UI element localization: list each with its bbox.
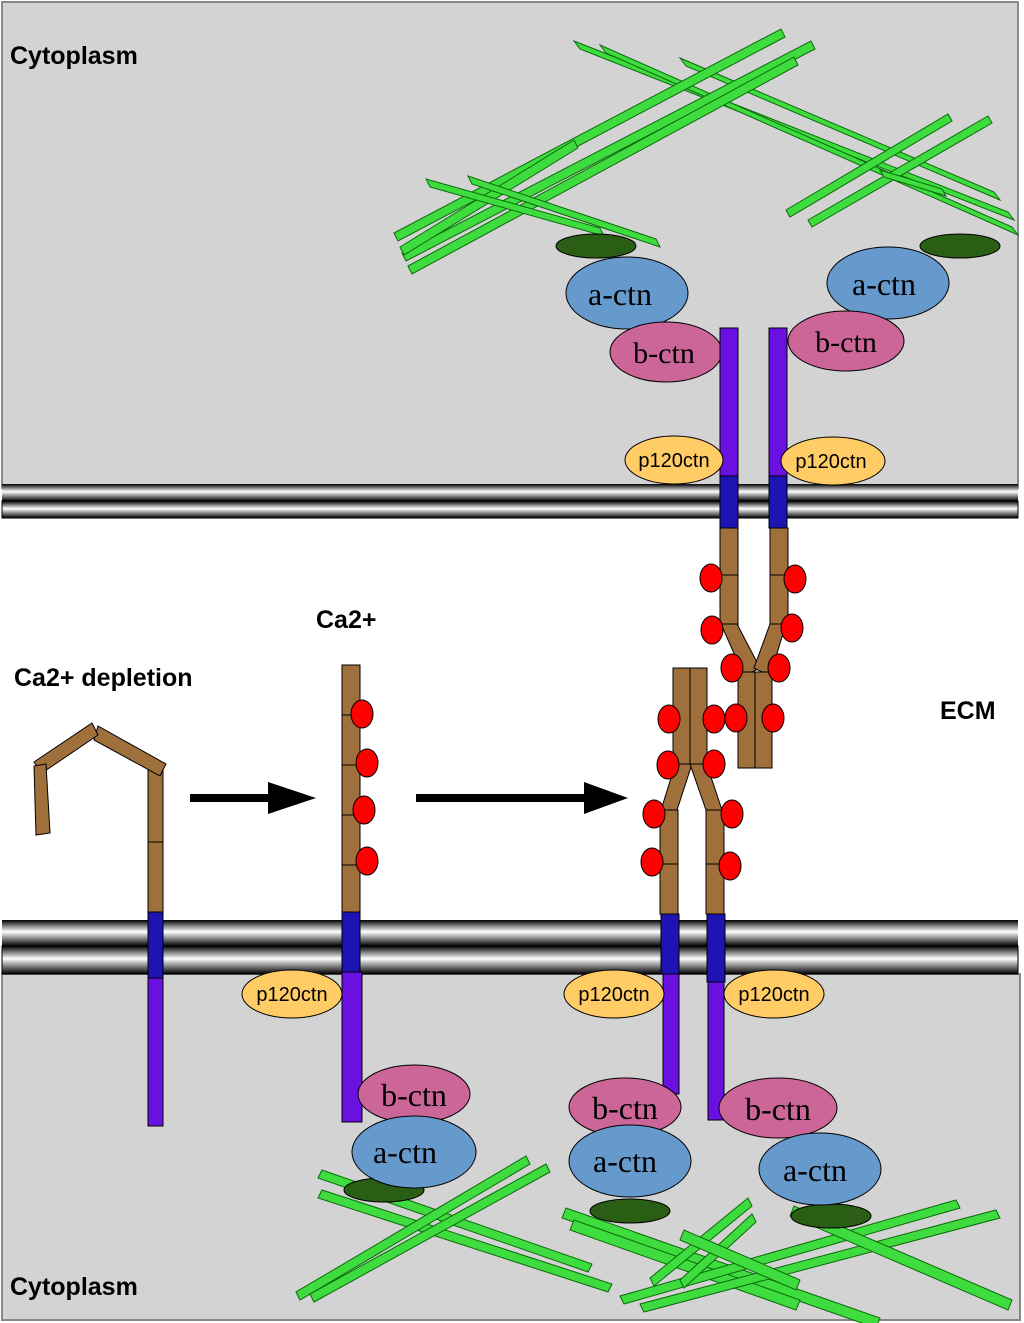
- top-right-p120: p120ctn: [780, 436, 886, 486]
- p120-label: p120ctn: [578, 984, 649, 1006]
- depleted-cadherin: [33, 722, 167, 1127]
- bottom-single-beta-catenin: b-ctn: [357, 1064, 471, 1124]
- bottom-single-p120: p120ctn: [241, 969, 343, 1019]
- bottom-single-alpha-catenin: a-ctn: [351, 1115, 477, 1189]
- single-cadherin-calcium-ions: [350, 699, 379, 876]
- bottom-right-beta-catenin: b-ctn: [718, 1077, 838, 1139]
- bottom-actin-network: [295, 1155, 1013, 1323]
- bottom-left-actin-anchor: [589, 1198, 671, 1224]
- top-right-alpha-catenin: a-ctn: [826, 246, 950, 320]
- beta-catenin-label: b-ctn: [381, 1077, 447, 1113]
- cytoplasm-top-label: Cytoplasm: [10, 42, 138, 70]
- beta-catenin-label: b-ctn: [815, 326, 877, 359]
- alpha-catenin-label: a-ctn: [852, 266, 916, 302]
- bottom-right-p120: p120ctn: [723, 969, 825, 1019]
- top-actin-network: [393, 28, 1020, 275]
- alpha-catenin-label: a-ctn: [783, 1152, 847, 1188]
- bottom-right-alpha-catenin: a-ctn: [758, 1132, 882, 1206]
- top-left-actin-anchor: [555, 233, 637, 259]
- transition-arrow-1: [190, 782, 316, 814]
- alpha-catenin-label: a-ctn: [588, 276, 652, 312]
- top-cadherin-dimer: [719, 327, 789, 769]
- transition-arrow-2: [416, 782, 628, 814]
- beta-catenin-label: b-ctn: [592, 1090, 658, 1126]
- top-calcium-ions: [699, 563, 807, 733]
- bottom-left-alpha-catenin: a-ctn: [568, 1124, 692, 1198]
- alpha-catenin-label: a-ctn: [593, 1143, 657, 1179]
- top-left-beta-catenin: b-ctn: [609, 321, 723, 383]
- top-left-p120: p120ctn: [624, 435, 724, 485]
- bottom-cadherin-dimer: [659, 667, 726, 1121]
- top-cytoplasm-region: [1, 1, 1019, 489]
- p120-label: p120ctn: [738, 984, 809, 1006]
- ecm-label: ECM: [940, 697, 996, 725]
- p120-label: p120ctn: [256, 984, 327, 1006]
- bottom-membrane: [1, 920, 1019, 975]
- beta-catenin-label: b-ctn: [745, 1091, 811, 1127]
- bottom-right-actin-anchor: [790, 1203, 872, 1229]
- top-membrane: [1, 484, 1019, 519]
- cytoplasm-bottom-label: Cytoplasm: [10, 1273, 138, 1301]
- top-right-beta-catenin: b-ctn: [787, 310, 905, 372]
- ca-depletion-label: Ca2+ depletion: [14, 664, 193, 692]
- p120-label: p120ctn: [638, 450, 709, 472]
- calcium-label: Ca2+: [316, 606, 376, 634]
- calcium-bound-cadherin: [341, 664, 363, 1123]
- beta-catenin-label: b-ctn: [633, 337, 695, 370]
- top-right-actin-anchor: [919, 233, 1001, 259]
- top-left-alpha-catenin: a-ctn: [565, 256, 689, 330]
- bottom-left-p120: p120ctn: [563, 969, 665, 1019]
- bottom-calcium-ions: [640, 704, 744, 881]
- p120-label: p120ctn: [795, 451, 866, 473]
- bottom-left-beta-catenin: b-ctn: [568, 1077, 682, 1137]
- alpha-catenin-label: a-ctn: [373, 1134, 437, 1170]
